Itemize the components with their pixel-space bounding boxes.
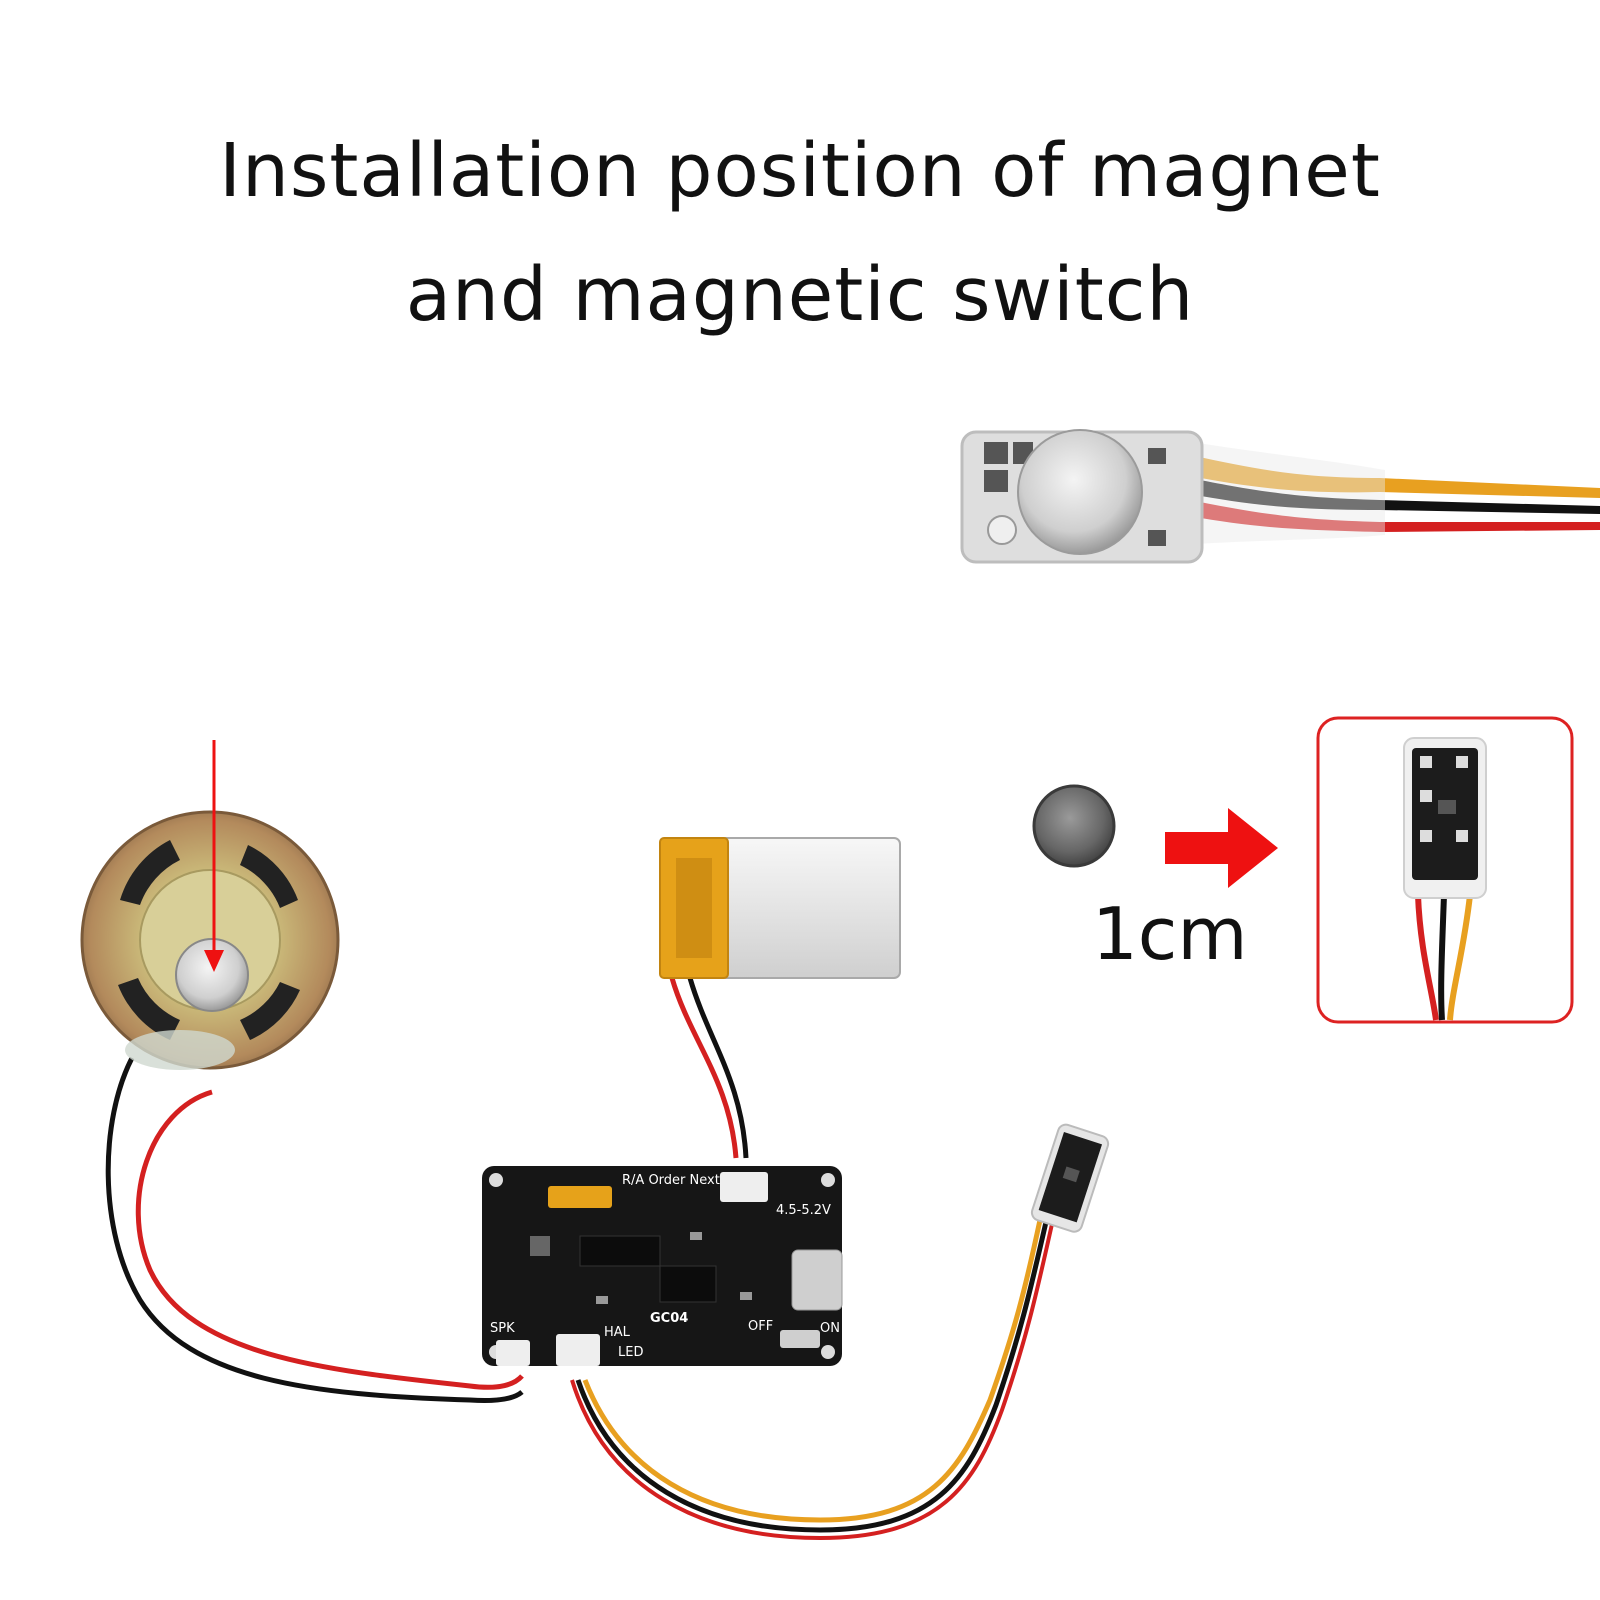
black-wire xyxy=(1190,478,1600,514)
magnet-coin xyxy=(1032,784,1116,868)
solder-pad xyxy=(1148,448,1166,464)
mounting-hole xyxy=(821,1345,835,1359)
hall-sensor-chip xyxy=(1438,800,1456,814)
mounting-hole xyxy=(987,515,1017,545)
title-line-1: Installation position of magnet xyxy=(219,128,1381,214)
smd-component xyxy=(596,1296,608,1304)
solder-pad xyxy=(1420,756,1432,768)
mounting-hole xyxy=(821,1173,835,1187)
board-hal-label: HAL xyxy=(604,1325,631,1340)
speaker-vent xyxy=(240,845,298,908)
mounting-hole xyxy=(489,1173,503,1187)
board-model-label: GC04 xyxy=(650,1311,688,1326)
battery-black-wire xyxy=(687,977,749,1159)
speaker-vent xyxy=(240,982,300,1040)
title-line-2: and magnetic switch xyxy=(405,252,1195,338)
switch-highlight xyxy=(1316,716,1574,1024)
speaker-magnet xyxy=(175,938,249,1012)
ic-chip xyxy=(659,1265,717,1303)
solder-pad xyxy=(984,442,1008,464)
battery-connector xyxy=(720,1172,768,1202)
speaker-black-wire xyxy=(105,1056,524,1403)
smd-component xyxy=(740,1292,752,1300)
solder-pad xyxy=(984,470,1008,492)
black-wire xyxy=(575,1221,1049,1533)
gc04-board: R/A Order Next 4.5-5.2V GC04 SPK HAL LED… xyxy=(482,1166,843,1366)
heat-shrink-sleeve xyxy=(1180,440,1385,545)
smd-component xyxy=(690,1232,702,1240)
solder-pad xyxy=(1456,756,1468,768)
board-off-label: OFF xyxy=(748,1319,773,1334)
board-voltage-label: 4.5-5.2V xyxy=(776,1203,831,1218)
component xyxy=(530,1236,550,1256)
board-led-label: LED xyxy=(618,1345,643,1360)
ic-chip xyxy=(579,1235,661,1267)
board-spk-label: SPK xyxy=(490,1321,515,1336)
speaker-vent xyxy=(118,978,180,1040)
speaker-connector xyxy=(496,1340,530,1366)
speaker-vent xyxy=(120,840,180,905)
distance-label: 1cm xyxy=(1092,892,1248,976)
red-wire xyxy=(1190,500,1600,532)
board-on-label: ON xyxy=(820,1321,840,1336)
yellow-wire xyxy=(582,1219,1043,1523)
magnetic-switch-module-top xyxy=(960,429,1600,564)
solder-pad xyxy=(1148,530,1166,546)
speaker-red-wire xyxy=(135,1089,524,1390)
solder-pad xyxy=(1420,830,1432,842)
highlight-box xyxy=(1316,716,1574,1024)
board-buttons-label: R/A Order Next xyxy=(622,1173,720,1188)
yellow-wire xyxy=(1190,455,1600,498)
red-arrow-down-icon xyxy=(204,950,224,972)
speaker xyxy=(80,810,524,1403)
solder-pad xyxy=(1420,790,1432,802)
speaker-glue-terminal xyxy=(125,1030,235,1070)
red-wire xyxy=(1415,894,1439,1021)
protection-pcb xyxy=(676,858,712,958)
battery-red-wire xyxy=(669,977,739,1159)
hall-sensor-chip xyxy=(1062,1166,1080,1183)
dip-switch xyxy=(548,1186,612,1208)
solder-pad xyxy=(1456,830,1468,842)
yellow-wire xyxy=(1447,894,1473,1021)
black-wire xyxy=(1438,894,1447,1021)
magnet-disc xyxy=(1017,429,1143,555)
lipo-battery xyxy=(659,837,901,1159)
usb-c-port xyxy=(791,1249,843,1311)
power-switch xyxy=(780,1330,820,1348)
red-arrow-right-icon xyxy=(1165,808,1278,888)
hall-connector xyxy=(556,1334,600,1366)
magnetic-switch-module-bottom xyxy=(570,1123,1110,1541)
red-wire xyxy=(570,1223,1054,1541)
